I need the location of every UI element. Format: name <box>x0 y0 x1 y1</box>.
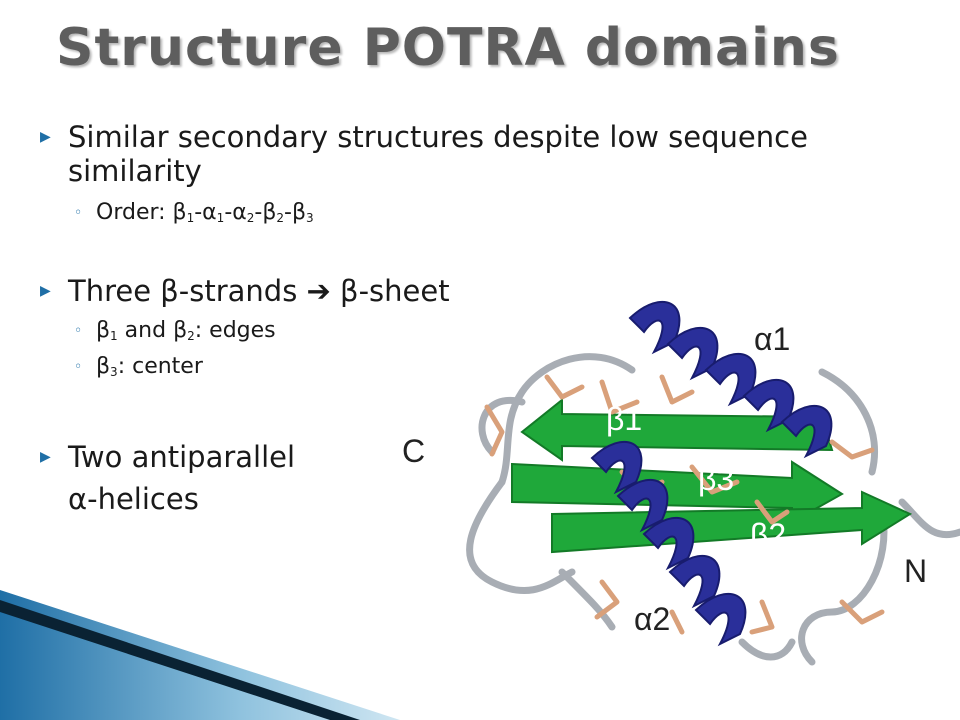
label-n-terminus: N <box>904 553 927 589</box>
sub-bullet-text: β1 and β2: edges <box>96 318 276 343</box>
helix-alpha2 <box>590 440 747 647</box>
label-alpha1: α1 <box>754 321 790 357</box>
loop-coils <box>466 353 960 666</box>
label-beta2: β2 <box>750 517 786 553</box>
label-beta3: β3 <box>698 461 734 497</box>
sub-bullet-circle-icon: ◦ <box>74 205 83 221</box>
decorative-corner-wedge <box>0 590 400 720</box>
bullet-arrow-icon: ▶ <box>40 283 51 299</box>
helix-alpha1 <box>628 300 833 459</box>
slide-title: Structure POTRA domains <box>56 18 840 78</box>
beta1-strand <box>520 397 834 462</box>
sub-bullet-circle-icon: ◦ <box>74 323 83 339</box>
sub-bullet-text: β3: center <box>96 354 203 379</box>
sub-bullet-text: Order: β1-α1-α2-β2-β3 <box>96 200 314 225</box>
beta2-strand <box>551 490 913 554</box>
bullet-text: Two antiparallel <box>68 440 296 474</box>
label-beta1: β1 <box>606 401 642 437</box>
bullet-text-continuation: α-helices <box>68 482 199 516</box>
potra-structure-figure: α1 β1 β3 β2 C N α2 <box>402 300 960 666</box>
bullet-arrow-icon: ▶ <box>40 449 51 465</box>
bullet-arrow-icon: ▶ <box>40 129 51 145</box>
structure-labels: α1 β1 β3 β2 C N α2 <box>402 321 927 637</box>
sub-bullet-circle-icon: ◦ <box>74 359 83 375</box>
label-c-terminus: C <box>402 433 425 469</box>
bullet-text: Similar secondary structures despite low… <box>68 120 808 188</box>
bullet-text: Three β-strands ➔ β-sheet <box>68 274 450 308</box>
label-alpha2: α2 <box>634 601 670 637</box>
alpha-helices <box>590 300 833 647</box>
